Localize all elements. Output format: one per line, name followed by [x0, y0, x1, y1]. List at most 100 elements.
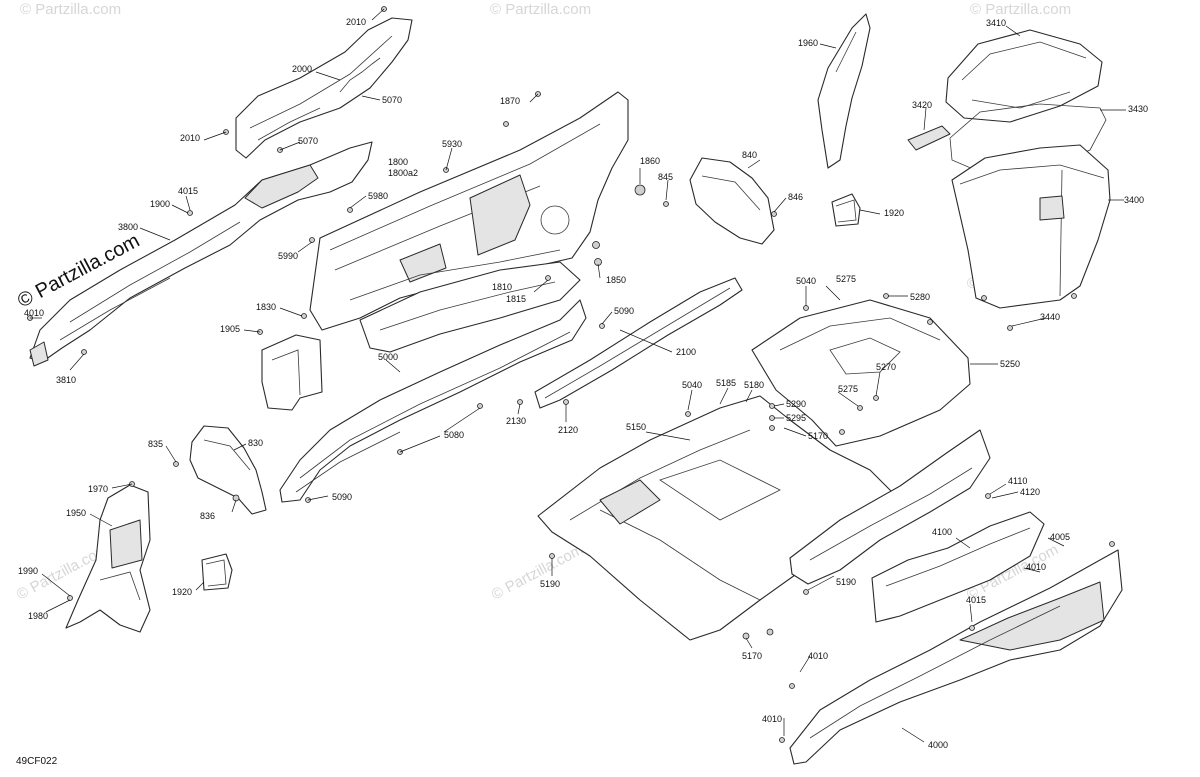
part-4100-panel — [871, 511, 1045, 623]
callout-label: 846 — [788, 192, 803, 202]
callout-label: 5080 — [444, 430, 464, 440]
callout-label: 1970 — [88, 484, 108, 494]
fastener — [771, 211, 777, 217]
part-3430-gasket — [949, 103, 1107, 173]
callout-labels: 2010 2000 5070 5070 2010 1870 5930 1800 … — [18, 17, 1148, 750]
callout-label: 5980 — [368, 191, 388, 201]
callout-label: 4010 — [24, 308, 44, 318]
callout-label: 1960 — [798, 38, 818, 48]
callout-label: 1990 — [18, 566, 38, 576]
watermark-text: © Partzilla.com — [970, 1, 1071, 18]
callout-label: 1920 — [884, 208, 904, 218]
fastener — [545, 275, 551, 281]
leader-lines — [30, 8, 1126, 743]
watermark-text: © Partzilla.com — [489, 541, 586, 603]
callout-label: 5150 — [626, 422, 646, 432]
callout-label: 5180 — [744, 380, 764, 390]
callout-label: 2010 — [346, 17, 366, 27]
callout-label: 1870 — [500, 96, 520, 106]
fastener — [1071, 293, 1077, 299]
fastener — [81, 349, 87, 355]
callout-label: 3400 — [1124, 195, 1144, 205]
fastener — [1109, 541, 1115, 547]
callout-label: 3800 — [118, 222, 138, 232]
callout-label: 5295 — [786, 413, 806, 423]
callout-label: 2120 — [558, 425, 578, 435]
callout-label: 1800 — [388, 157, 408, 167]
callout-label: 2010 — [180, 133, 200, 143]
fastener — [634, 184, 646, 196]
callout-label: 840 — [742, 150, 757, 160]
callout-label: 5280 — [910, 292, 930, 302]
callout-label: 2000 — [292, 64, 312, 74]
fastener — [779, 737, 785, 743]
fastener — [769, 415, 775, 421]
part-4000-lower-rail — [789, 549, 1123, 765]
callout-label: 3430 — [1128, 104, 1148, 114]
callout-label: 4015 — [178, 186, 198, 196]
callout-label: 1920 — [172, 587, 192, 597]
callout-label: 1850 — [606, 275, 626, 285]
fastener — [883, 293, 889, 299]
part-1920-seal-right — [831, 193, 861, 227]
callout-label: 5190 — [540, 579, 560, 589]
callout-label: 4010 — [1026, 562, 1046, 572]
part-1830-bracket — [261, 334, 323, 411]
part-1810-lower-dash — [359, 261, 581, 353]
fastener — [969, 625, 975, 631]
callout-label: 5090 — [614, 306, 634, 316]
fastener — [592, 241, 600, 249]
fastener — [301, 313, 307, 319]
callout-label: 5250 — [1000, 359, 1020, 369]
callout-label: 5930 — [442, 139, 462, 149]
callout-label: 830 — [248, 438, 263, 448]
fastener — [477, 403, 483, 409]
fastener — [187, 210, 193, 216]
fastener — [663, 201, 669, 207]
callout-label: 5170 — [808, 431, 828, 441]
callout-label: 3410 — [986, 18, 1006, 28]
callout-label: 5990 — [278, 251, 298, 261]
fastener — [563, 399, 569, 405]
callout-label: 2100 — [676, 347, 696, 357]
callout-label: 5000 — [378, 352, 398, 362]
fastener — [503, 121, 509, 127]
fastener — [599, 323, 605, 329]
fastener — [927, 319, 933, 325]
callout-label: 5270 — [876, 362, 896, 372]
callout-label: 1815 — [506, 294, 526, 304]
fastener — [517, 399, 523, 405]
part-5250-floor-tray — [751, 299, 971, 447]
part-830-fender — [189, 425, 267, 515]
callout-label: 835 — [148, 439, 163, 449]
fastener — [857, 405, 863, 411]
callout-label: 5190 — [836, 577, 856, 587]
callout-label: 4005 — [1050, 532, 1070, 542]
callout-label: 845 — [658, 172, 673, 182]
fastener — [981, 295, 987, 301]
watermark-text: © Partzilla.com — [20, 1, 121, 18]
callout-label: 5290 — [786, 399, 806, 409]
part-3400-storage-box — [951, 144, 1111, 309]
fastener — [309, 237, 315, 243]
part-3800-left-rail — [29, 141, 373, 367]
part-1950-side-panel — [65, 484, 151, 633]
fastener — [769, 425, 775, 431]
diagram-code: 49CF022 — [16, 756, 58, 767]
fastener — [766, 628, 774, 636]
callout-label: 5275 — [836, 274, 856, 284]
callout-label: 836 — [200, 511, 215, 521]
part-1960-pillar — [817, 13, 871, 169]
callout-label: 2130 — [506, 416, 526, 426]
fastener — [173, 461, 179, 467]
fastener — [789, 683, 795, 689]
callout-label: 1950 — [66, 508, 86, 518]
callout-label: 4015 — [966, 595, 986, 605]
part-3410-box-lid — [945, 29, 1103, 123]
part-840-fender — [689, 157, 775, 245]
fastener — [803, 589, 809, 595]
fastener — [769, 403, 775, 409]
callout-label: 1830 — [256, 302, 276, 312]
callout-label: 3440 — [1040, 312, 1060, 322]
fastener — [685, 411, 691, 417]
